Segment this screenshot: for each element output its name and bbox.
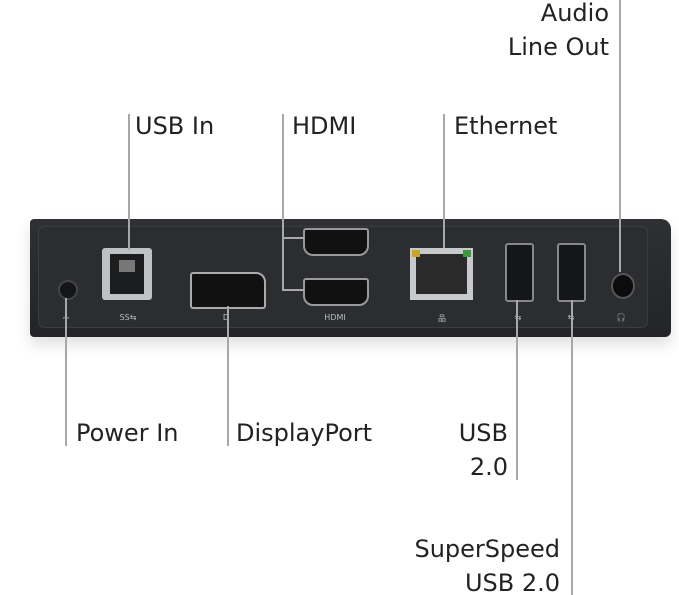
label-audio-line-out: Audio Line Out <box>508 0 609 64</box>
usb-superspeed-icon: SS⇆ <box>119 313 137 322</box>
leader-line <box>282 114 284 291</box>
label-ethernet: Ethernet <box>454 112 558 140</box>
leader-line <box>443 114 445 248</box>
leader-line <box>282 237 304 239</box>
leader-line <box>65 298 67 446</box>
label-line: USB <box>458 419 508 447</box>
usb-icon: ⇆ <box>503 313 533 322</box>
audio-jack <box>611 273 635 299</box>
leader-line <box>227 306 229 446</box>
usb-b-port <box>102 248 152 300</box>
network-icon: 品 <box>438 314 446 323</box>
headphone-icon: 🎧 <box>616 313 626 322</box>
leader-line <box>516 300 518 480</box>
hdmi-port-bottom <box>303 278 369 306</box>
leader-line <box>128 114 130 250</box>
label-line: SuperSpeed <box>414 535 560 563</box>
displayport-port <box>190 272 266 309</box>
label-line: Line Out <box>507 33 609 61</box>
usb-icon: ⇆ <box>556 313 586 322</box>
leader-line <box>571 300 573 595</box>
leader-line <box>619 0 621 272</box>
hdmi-port-top <box>303 228 369 256</box>
power-jack <box>58 280 78 300</box>
usb-a-port-1 <box>505 243 534 302</box>
label-displayport: DisplayPort <box>236 419 373 447</box>
label-usb-in: USB In <box>135 112 215 140</box>
label-superspeed-usb: SuperSpeed USB 2.0 <box>414 532 560 595</box>
ethernet-port <box>410 248 473 300</box>
hdmi-marking: HDMI <box>324 313 346 322</box>
displayport-icon: D <box>222 313 230 322</box>
label-line: USB 2.0 <box>464 569 560 595</box>
label-hdmi: HDMI <box>292 112 357 140</box>
usb-a-port-2 <box>557 243 586 302</box>
label-line: Audio <box>540 0 609 27</box>
label-power-in: Power In <box>76 419 179 447</box>
label-usb-2-0: USB 2.0 <box>459 416 508 484</box>
leader-line <box>282 289 304 291</box>
label-line: 2.0 <box>469 453 508 481</box>
